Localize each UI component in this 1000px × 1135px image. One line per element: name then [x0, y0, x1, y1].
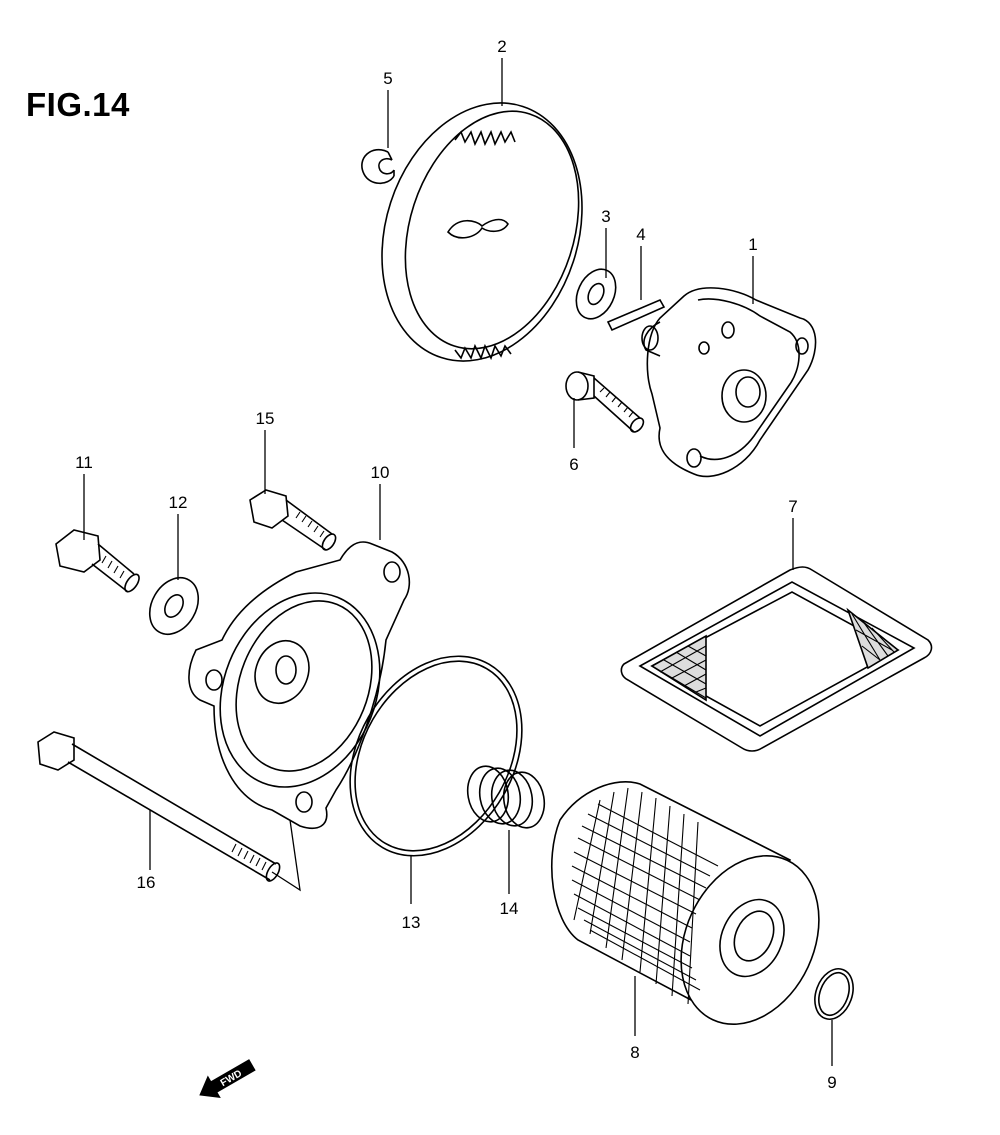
part-11-bolt[interactable] [55, 529, 142, 594]
part-13-o-ring[interactable] [315, 625, 556, 887]
fwd-direction-arrow: FWD [199, 1059, 256, 1099]
callout-7: 7 [788, 497, 797, 516]
callout-11: 11 [75, 453, 93, 472]
callout-4: 4 [636, 225, 645, 244]
callout-12: 12 [169, 493, 188, 512]
callout-13: 13 [402, 913, 421, 932]
part-8-oil-filter[interactable] [550, 780, 845, 1047]
leader-lines [83, 58, 833, 1066]
callout-9: 9 [827, 1073, 836, 1092]
callout-3: 3 [601, 207, 610, 226]
part-16-long-bolt[interactable] [37, 731, 282, 883]
callout-10: 10 [371, 463, 390, 482]
part-4-pin[interactable] [606, 298, 666, 332]
part-1-oil-pump[interactable] [641, 287, 817, 478]
callout-labels: 1 2 3 4 5 6 7 8 9 10 11 12 13 14 15 16 [75, 37, 837, 1092]
part-15-bolt[interactable] [249, 489, 338, 552]
part-14-spring[interactable] [463, 763, 548, 831]
callout-14: 14 [500, 899, 519, 918]
part-6-bolt[interactable] [565, 371, 646, 434]
part-10-filter-cap[interactable] [188, 541, 411, 892]
callout-15: 15 [256, 409, 275, 428]
callout-1: 1 [748, 235, 757, 254]
callout-16: 16 [137, 873, 156, 892]
callout-6: 6 [569, 455, 578, 474]
callout-2: 2 [497, 37, 506, 56]
callout-5: 5 [383, 69, 392, 88]
part-9-o-ring[interactable] [808, 963, 860, 1024]
part-7-strainer[interactable] [620, 566, 933, 752]
part-12-washer[interactable] [140, 569, 208, 643]
part-3-washer[interactable] [569, 263, 624, 325]
part-2-driven-gear[interactable] [350, 77, 614, 387]
figure-title: FIG.14 [26, 86, 130, 123]
callout-8: 8 [630, 1043, 639, 1062]
part-5-circlip[interactable] [361, 149, 395, 185]
fwd-label: FWD [219, 1068, 244, 1089]
